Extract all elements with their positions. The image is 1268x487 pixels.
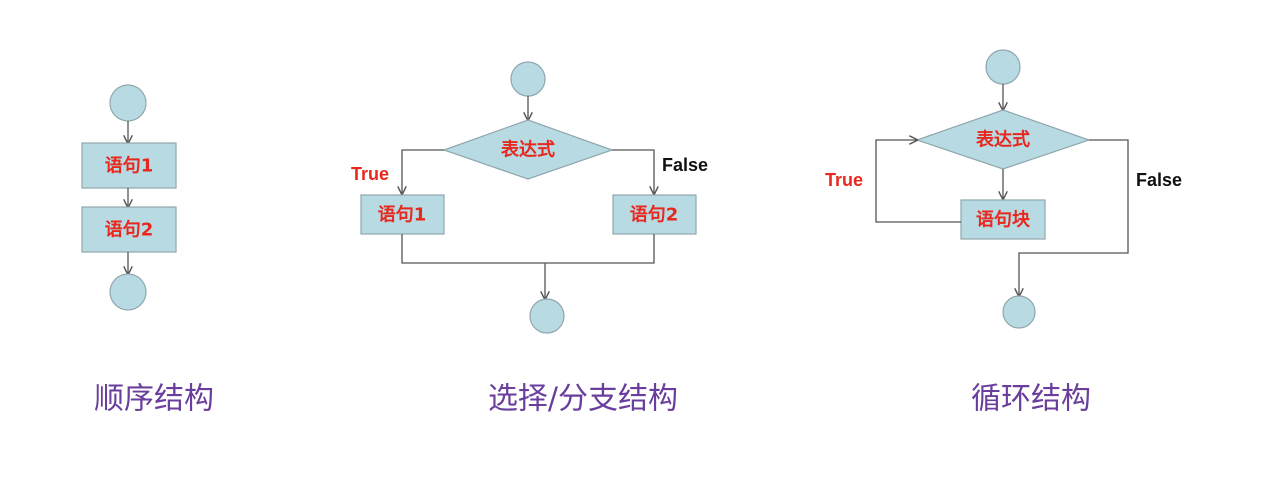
sequence-statement1-box xyxy=(81,142,177,189)
loop-true-label: True xyxy=(825,170,863,190)
loop-end-node xyxy=(1002,295,1036,329)
selection-merge-line xyxy=(401,234,655,264)
selection-false-label: False xyxy=(662,155,708,175)
loop-block-box xyxy=(960,199,1046,240)
loop-back-line xyxy=(875,140,961,223)
selection-start-node xyxy=(510,61,546,97)
sequence-start-node xyxy=(109,84,147,122)
loop-false-label: False xyxy=(1136,170,1182,190)
sequence-end-node xyxy=(109,273,147,311)
selection-true-branch-line xyxy=(402,149,444,194)
sequence-statement2-label: 语句2 xyxy=(105,219,154,241)
selection-end-node xyxy=(529,298,565,334)
selection-structure: 表达式 True False 语句1 语句2 选择/分支结构 xyxy=(351,61,708,417)
loop-expression-label: 表达式 xyxy=(976,129,1030,151)
loop-false-exit-line xyxy=(1019,139,1129,296)
loop-caption: 循环结构 xyxy=(971,382,1091,417)
sequence-caption: 顺序结构 xyxy=(94,382,214,417)
loop-structure: 表达式 语句块 True False 循环结构 xyxy=(825,49,1182,417)
selection-statement2-label: 语句2 xyxy=(630,204,679,226)
sequence-structure: 语句1 语句2 顺序结构 xyxy=(81,84,214,417)
selection-expression-diamond xyxy=(442,119,614,180)
selection-false-branch-line xyxy=(612,149,654,194)
selection-statement1-box xyxy=(360,194,445,235)
selection-statement1-label: 语句1 xyxy=(378,204,427,226)
selection-statement2-box xyxy=(612,194,697,235)
selection-caption: 选择/分支结构 xyxy=(488,382,678,417)
sequence-statement2-box xyxy=(81,206,177,253)
selection-true-label: True xyxy=(351,164,389,184)
loop-start-node xyxy=(985,49,1021,85)
sequence-statement1-label: 语句1 xyxy=(105,155,154,177)
selection-expression-label: 表达式 xyxy=(501,139,555,161)
loop-block-label: 语句块 xyxy=(976,209,1031,231)
